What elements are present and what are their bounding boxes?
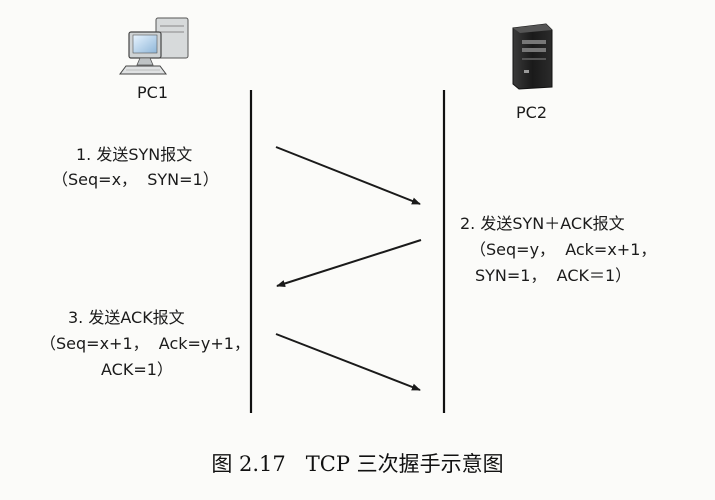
pc2-server-icon [512,23,553,90]
figure-caption: 图 2.17 TCP 三次握手示意图 [0,448,715,478]
step1-detail: （Seq=x， SYN=1） [52,170,219,189]
ack-arrow [275,333,421,391]
step3-detail-line2: ACK=1） [101,360,173,379]
pc1-label: PC1 [137,83,168,102]
step3-detail-line1: （Seq=x+1， Ack=y+1， [40,334,250,353]
step1-label: 1. 发送SYN报文 [76,145,193,164]
pc2-label: PC2 [516,103,547,122]
figure-number: 图 2.17 [211,452,286,476]
step3-label: 3. 发送ACK报文 [68,308,185,327]
step2-detail-line1: （Seq=y， Ack=x+1， [470,240,657,259]
step2-detail-line2: SYN=1， ACK＝1） [475,266,632,285]
figure-title: TCP 三次握手示意图 [305,452,504,476]
step2-label: 2. 发送SYN＋ACK报文 [460,214,625,233]
pc1-computer-icon [119,17,189,75]
syn-ack-arrow [276,239,422,287]
syn-arrow [275,146,421,205]
